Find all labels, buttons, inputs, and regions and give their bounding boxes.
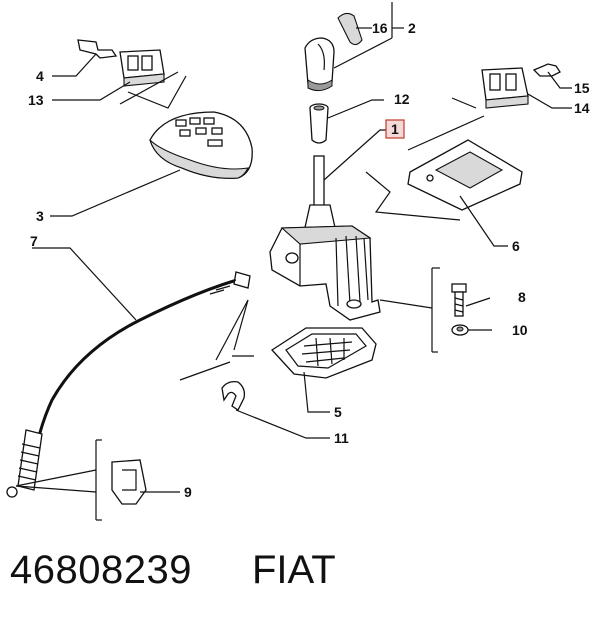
part-4-terminal [77,39,118,59]
part-16-knob-cap [337,12,363,46]
part-1-shift-lever-assembly [269,155,381,321]
part-11-clip [221,380,246,411]
brand-name: FIAT [252,548,336,592]
callout-2: 2 [408,20,416,36]
callout-labels: 16 2 4 13 15 14 12 1 3 6 7 8 10 5 11 9 [28,20,590,500]
callout-7: 7 [30,233,38,249]
callout-16: 16 [372,20,388,36]
part-10-washer [451,324,469,336]
part-3-console-bezel [149,111,253,179]
part-8-bolt [451,283,467,317]
callout-9: 9 [184,484,192,500]
callout-5: 5 [334,404,342,420]
callout-4: 4 [36,68,44,84]
callout-11: 11 [334,430,349,446]
leader-lines [15,2,572,521]
part-14-connector [481,67,529,109]
callout-6: 6 [512,238,520,254]
part-12-sleeve [309,103,329,144]
part-5-base-plate [271,327,377,379]
callout-3: 3 [36,208,44,224]
callout-14: 14 [574,100,590,116]
callout-12: 12 [394,91,410,107]
part-15-terminal [532,63,561,77]
callout-10: 10 [512,322,528,338]
callout-1-highlight [385,119,405,139]
part-7-gear-cable [6,271,251,498]
part-6-gaiter-frame [407,139,523,211]
callout-8: 8 [518,289,526,305]
part-2-gear-knob [304,37,335,92]
part-13-connector [119,49,165,87]
callout-1: 1 [391,121,399,137]
part-number: 46808239 [10,548,192,592]
callout-15: 15 [574,80,590,96]
part-9-bracket [111,459,147,505]
callout-13: 13 [28,92,44,108]
